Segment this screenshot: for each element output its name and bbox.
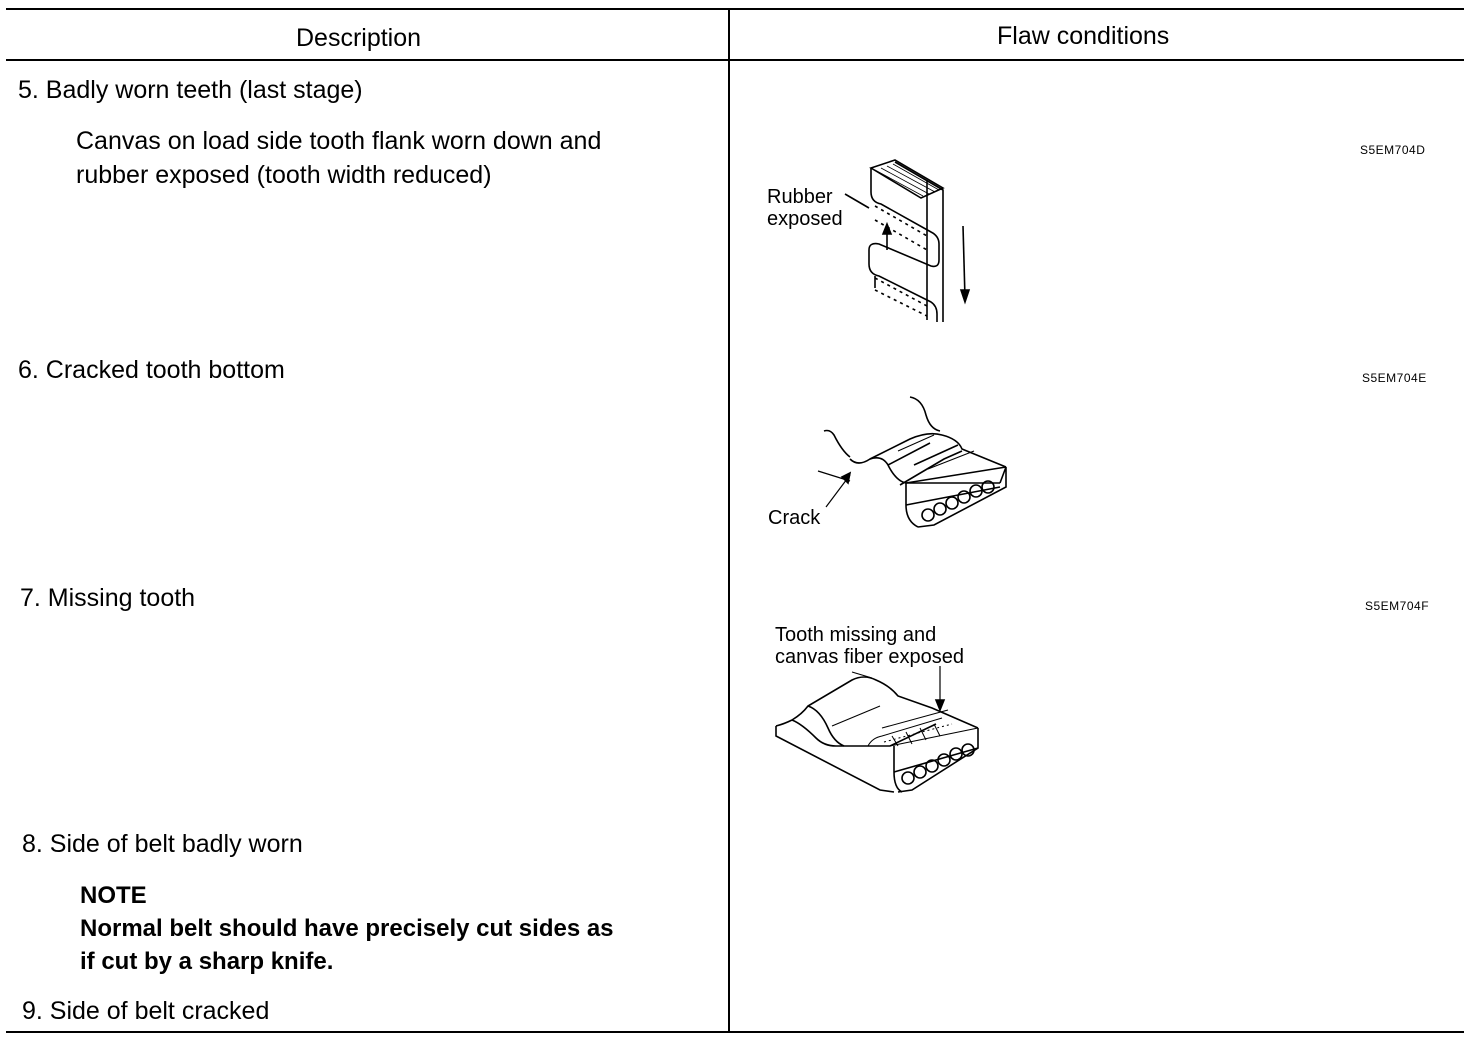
header-rule — [6, 59, 1464, 61]
row-5-label: 5. Badly worn teeth (last stage) — [18, 76, 363, 104]
note-line1: Normal belt should have precisely cut si… — [80, 915, 614, 942]
note-title: NOTE — [80, 882, 147, 909]
row-9-label: 9. Side of belt cracked — [22, 997, 270, 1025]
missing-tooth-illustration — [772, 666, 992, 796]
figure-code-704f: S5EM704F — [1365, 599, 1430, 613]
row-6-label: 6. Cracked tooth bottom — [18, 356, 285, 384]
row-5-detail-line2: rubber exposed (tooth width reduced) — [76, 161, 492, 189]
row-7-label: 7. Missing tooth — [20, 584, 196, 612]
callout-crack: Crack — [768, 507, 821, 529]
figure-code-704d: S5EM704D — [1360, 143, 1426, 157]
header-flaw-conditions: Flaw conditions — [997, 22, 1170, 50]
cracked-tooth-illustration — [810, 395, 1020, 535]
row-8-label: 8. Side of belt badly worn — [22, 830, 303, 858]
top-rule — [6, 8, 1464, 10]
header-description: Description — [296, 24, 422, 52]
figure-code-704e: S5EM704E — [1362, 371, 1427, 385]
callout-tooth-missing: Tooth missing and canvas fiber exposed — [775, 624, 965, 668]
callout-rubber-exposed: Rubber exposed — [767, 186, 843, 230]
worn-teeth-illustration — [835, 150, 985, 330]
column-divider — [728, 8, 730, 1033]
bottom-rule — [6, 1031, 1464, 1033]
note-line2: if cut by a sharp knife. — [80, 948, 334, 975]
row-5-detail-line1: Canvas on load side tooth flank worn dow… — [76, 127, 602, 155]
